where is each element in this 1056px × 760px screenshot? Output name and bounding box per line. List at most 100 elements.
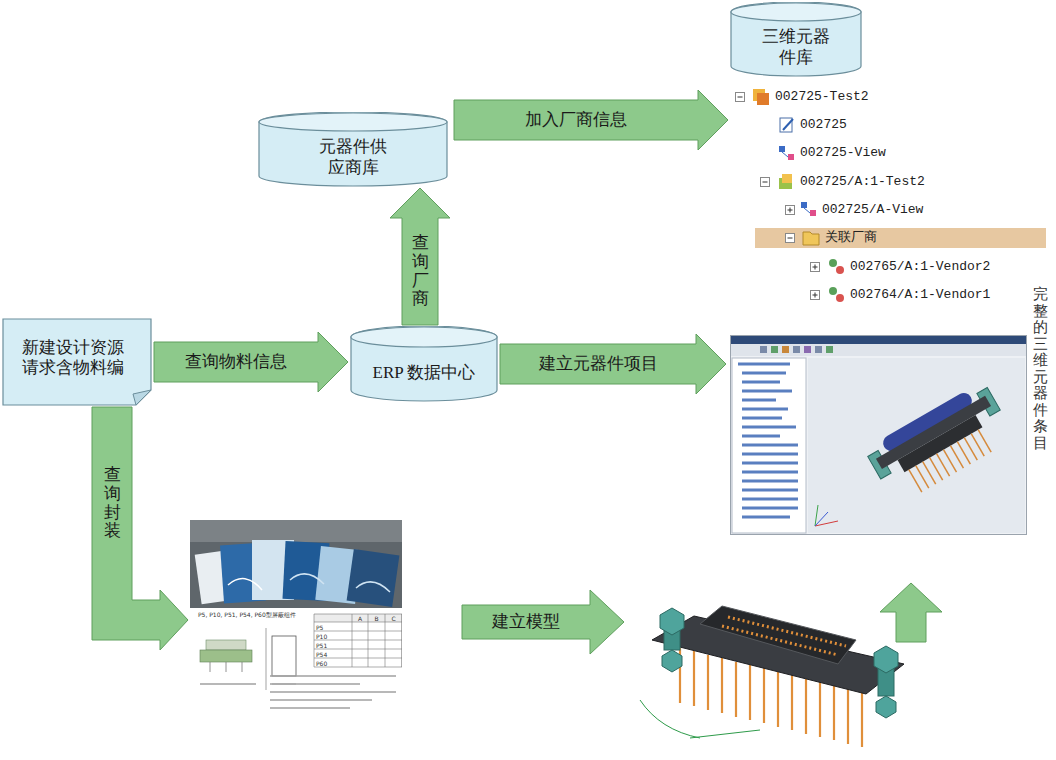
tree-item: 002765/A:1-Vendor2: [850, 258, 990, 276]
tree-icons: [804, 208, 810, 213]
catalog-photo-art: [290, 574, 324, 584]
catalog-photo-art: [270, 675, 396, 677]
connector-model: [640, 606, 904, 747]
connector-model: [721, 658, 723, 713]
catalog-photo-art: [200, 683, 256, 685]
node-text: 新建设计资源请求含物料编: [22, 338, 126, 379]
catalog-photo-art: [347, 549, 400, 607]
connector-model: [690, 730, 760, 738]
tree-icons: [803, 232, 819, 245]
cad-screenshot: [738, 364, 798, 517]
catalog-photo-art: [270, 683, 360, 685]
arrow-label: 建立元器件项目: [539, 354, 658, 374]
catalog-photo-art: [314, 631, 402, 632]
arrow-label: 查询封装: [104, 466, 121, 541]
tree-icons: [810, 210, 816, 216]
connector-model: [722, 626, 838, 655]
connector-model: [700, 606, 856, 664]
catalog-photo-art: [352, 614, 353, 667]
node-text: 完整的三维元器件条目: [1033, 286, 1048, 451]
tree-icons: [757, 93, 769, 105]
tree-icons: [761, 178, 770, 187]
cad-screenshot: [742, 498, 798, 501]
catalog-photo-art: [266, 628, 267, 690]
tree-icons: [790, 208, 791, 213]
cad-screenshot: [742, 516, 790, 519]
catalog-photo-art: [314, 667, 402, 668]
catalog-photo-art: [190, 520, 402, 542]
table-text: P51: [316, 642, 327, 649]
tree-icons: [836, 294, 844, 302]
cad-screenshot: [742, 426, 796, 429]
block-arrow: [454, 90, 728, 150]
catalog-photo-art: [200, 650, 252, 662]
cad-screenshot: [742, 444, 798, 447]
screenshot-frame: 完整的三维元器件条目: [730, 335, 1027, 535]
cad-screenshot: [730, 344, 1027, 356]
arrow-label: 查询物料信息: [185, 352, 287, 372]
cad-screenshot: [730, 335, 1027, 535]
connector-model: [819, 682, 821, 737]
tree-icons: [788, 154, 794, 160]
catalog-photo-art: [314, 614, 402, 622]
cad-screenshot: [815, 512, 828, 526]
cad-screenshot: [793, 346, 800, 353]
tree-icons: [829, 259, 837, 267]
catalog-photo-art: [368, 614, 369, 667]
catalog-photo-art: [314, 614, 402, 667]
catalog-photo-art: [190, 520, 402, 610]
tree-icons: [786, 234, 795, 243]
catalog-photo-art: [190, 608, 402, 732]
table-text: P60: [316, 660, 327, 667]
table-text: C: [392, 615, 396, 622]
block-arrow: [462, 590, 624, 654]
block-arrow: [92, 407, 188, 650]
cad-screenshot: [782, 346, 789, 353]
connector-model: [791, 675, 793, 730]
cad-screenshot: [864, 381, 1017, 507]
node-text: ERP 数据中心: [373, 363, 476, 383]
tree-icons: [755, 228, 1046, 248]
database-cylinder: ERP 数据中心: [350, 326, 498, 402]
cylinder-body: [259, 112, 447, 186]
tree-icons: [836, 266, 844, 274]
cad-screenshot: [742, 489, 798, 492]
cad-screenshot: [808, 358, 1025, 533]
cad-screenshot: [909, 430, 991, 493]
cad-screenshot: [804, 346, 811, 353]
tree-item: 002725: [800, 116, 847, 134]
cylinder-top: [731, 3, 861, 21]
tree-icons: [736, 89, 1047, 302]
table-text: P10: [316, 633, 327, 640]
document-body: [3, 319, 151, 405]
cad-screenshot: [742, 372, 786, 375]
arrow-label: 加入厂商信息: [525, 110, 627, 130]
catalog-photo-art: [270, 699, 372, 701]
catalog-photo-art: [314, 614, 402, 615]
tree-icons: [788, 238, 793, 239]
cad-screenshot: [826, 346, 833, 353]
catalog-photo-art: [206, 640, 246, 650]
cad-screenshot: [742, 453, 798, 456]
connector-model: [662, 650, 682, 672]
tree-item: 002725-Test2: [775, 88, 869, 106]
catalog-photo-art: [272, 636, 296, 676]
tree-item: 002725/A:1-Test2: [800, 173, 925, 191]
cad-screenshot: [771, 346, 778, 353]
arrow-label: 查询厂商: [412, 234, 429, 309]
tree-icons: [829, 287, 837, 295]
cad-screenshot: [742, 507, 798, 510]
cad-screenshot: [742, 381, 780, 384]
connector-model: [640, 700, 700, 738]
tree-icons: [811, 291, 820, 300]
cad-screenshot: [742, 390, 792, 393]
connector-model: [876, 696, 896, 718]
database-cylinder: 三维元器件库: [730, 2, 862, 77]
tree-icons: [782, 152, 788, 157]
node-text: 三维元器件库: [761, 27, 831, 68]
catalog-photo-art: [401, 614, 402, 667]
arrow-label: 建立模型: [492, 612, 560, 632]
connector-model: [847, 689, 849, 744]
block-arrow: [390, 188, 450, 325]
